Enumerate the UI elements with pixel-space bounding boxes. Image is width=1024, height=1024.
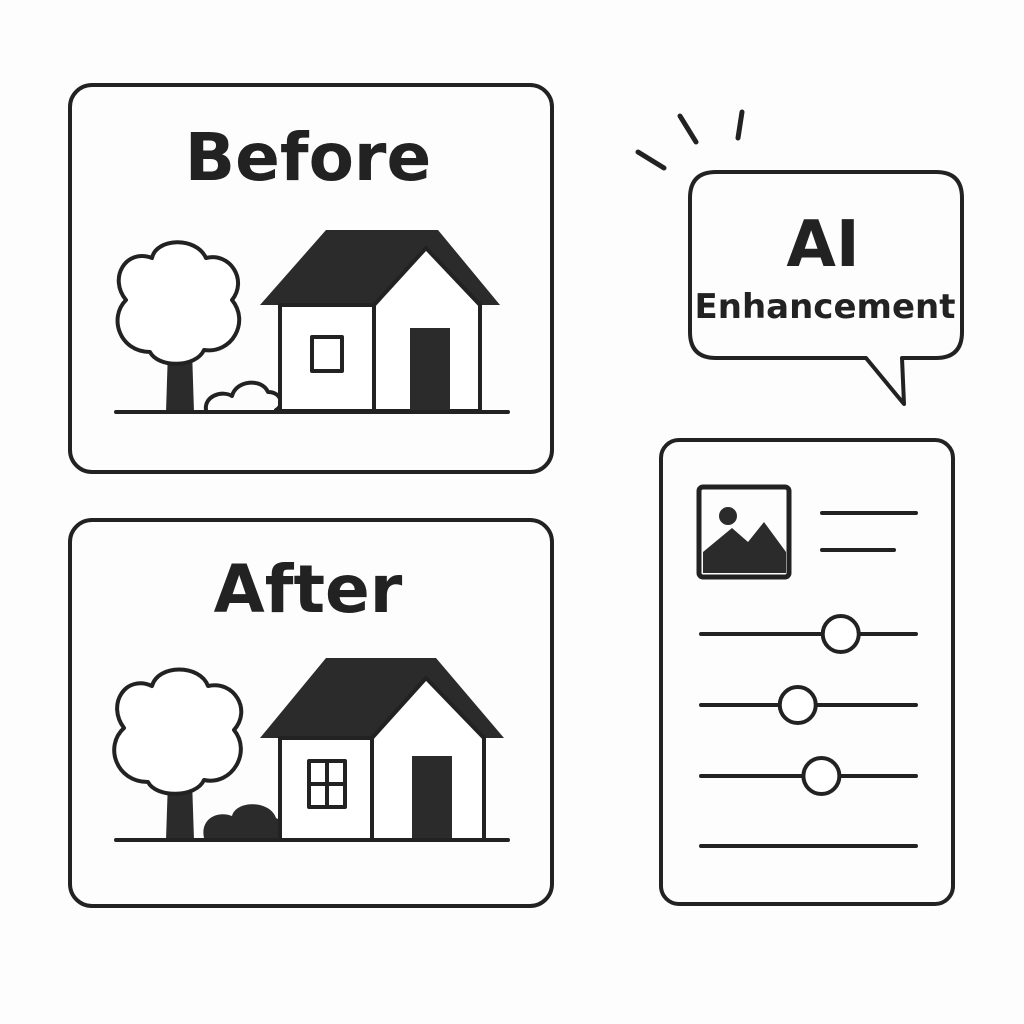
- bubble-subtitle: Enhancement: [695, 287, 956, 327]
- before-title: Before: [185, 119, 431, 196]
- settings-panel: [659, 438, 955, 906]
- after-tree-icon: [112, 667, 244, 840]
- slider-group: [699, 614, 918, 796]
- speech-bubble-frame: [688, 170, 964, 406]
- after-illustration: [112, 658, 510, 842]
- slider-knob[interactable]: [777, 685, 818, 725]
- after-panel: After: [68, 518, 554, 908]
- before-bush-icon: [203, 380, 283, 412]
- after-house-icon: [260, 658, 504, 842]
- slider-knob[interactable]: [801, 756, 842, 796]
- after-door-icon: [412, 756, 452, 840]
- before-window-icon: [310, 335, 344, 373]
- before-tree-icon: [115, 240, 242, 412]
- sparkle-icon: [635, 109, 745, 171]
- speech-bubble: AI Enhancement: [688, 170, 964, 406]
- after-panel-frame: [68, 518, 554, 908]
- settings-panel-frame: [659, 438, 955, 906]
- after-window-icon: [307, 759, 347, 809]
- before-panel-frame: [68, 83, 554, 474]
- image-icon: [696, 484, 792, 580]
- before-illustration: [114, 230, 510, 414]
- before-house-icon: [260, 230, 500, 413]
- before-door-icon: [410, 328, 450, 412]
- after-title: After: [214, 551, 403, 628]
- before-panel: Before: [68, 83, 554, 474]
- after-bush-icon: [203, 804, 283, 840]
- slider-knob[interactable]: [820, 614, 861, 654]
- bubble-title: AI: [786, 208, 859, 282]
